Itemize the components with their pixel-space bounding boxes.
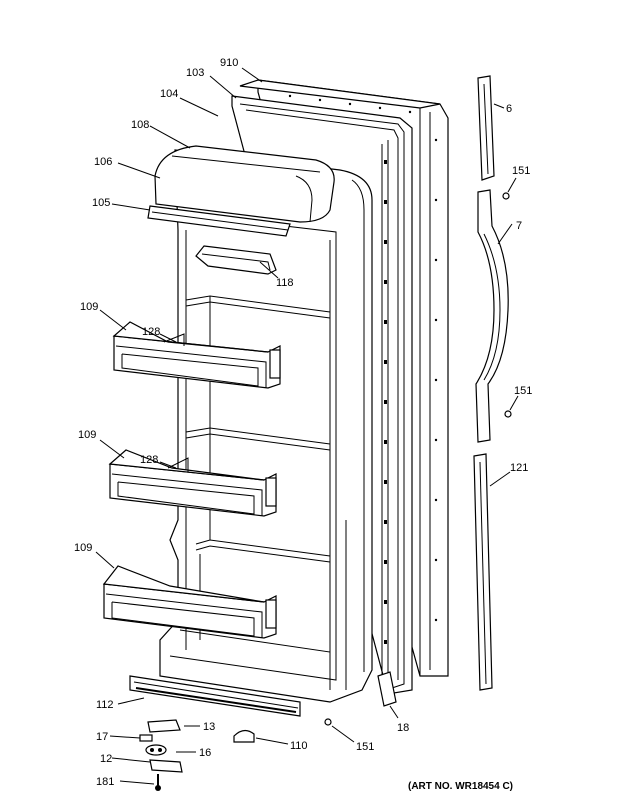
label-17: 17 (96, 731, 108, 743)
bottom-rail (129, 675, 301, 717)
inner-door-liner (159, 149, 373, 703)
label-151-middle: 151 (514, 385, 532, 397)
handle-trim-top (477, 75, 495, 181)
hinge-part-12 (149, 759, 183, 773)
label-18: 18 (397, 722, 409, 734)
label-118: 118 (276, 277, 294, 289)
label-151-top: 151 (512, 165, 530, 177)
label-128-top: 128 (142, 326, 160, 338)
label-106: 106 (94, 156, 112, 168)
label-181: 181 (96, 776, 114, 788)
screw-181 (155, 774, 161, 791)
screw-151-bottom (324, 718, 332, 726)
handle-trim-bottom (473, 453, 493, 691)
label-103: 103 (186, 67, 204, 79)
label-128-middle: 128 (140, 454, 158, 466)
label-13: 13 (203, 721, 215, 733)
label-112: 112 (96, 699, 114, 711)
hinge-plate-13 (147, 719, 181, 733)
label-109-bottom: 109 (74, 542, 92, 554)
door-bin-top (112, 321, 281, 389)
label-121: 121 (510, 462, 528, 474)
door-bin-middle (108, 449, 277, 517)
label-109-top: 109 (80, 301, 98, 313)
hinge-part-18 (377, 671, 397, 707)
screw-151-top (502, 192, 510, 200)
label-6: 6 (506, 103, 512, 115)
art-number: (ART NO. WR18454 C) (408, 781, 513, 792)
label-109-middle: 109 (78, 429, 96, 441)
hinge-part-16 (145, 744, 167, 756)
label-16: 16 (199, 747, 211, 759)
hinge-part-17 (139, 734, 153, 742)
label-151-bottom: 151 (356, 741, 374, 753)
label-7: 7 (516, 220, 522, 232)
cover-110 (233, 729, 255, 743)
door-handle (475, 189, 509, 443)
label-12: 12 (100, 753, 112, 765)
door-bin-bottom (102, 565, 277, 639)
label-110: 110 (290, 740, 308, 752)
label-108: 108 (131, 119, 149, 131)
dairy-compartment (147, 145, 335, 237)
label-910: 910 (220, 57, 238, 69)
label-104: 104 (160, 88, 178, 100)
label-105: 105 (92, 197, 110, 209)
leader-lines (95, 67, 519, 785)
small-shelf (195, 245, 277, 275)
part-labels: 910 103 104 108 106 105 118 109 128 109 … (74, 57, 532, 792)
screw-151-middle (504, 410, 512, 418)
